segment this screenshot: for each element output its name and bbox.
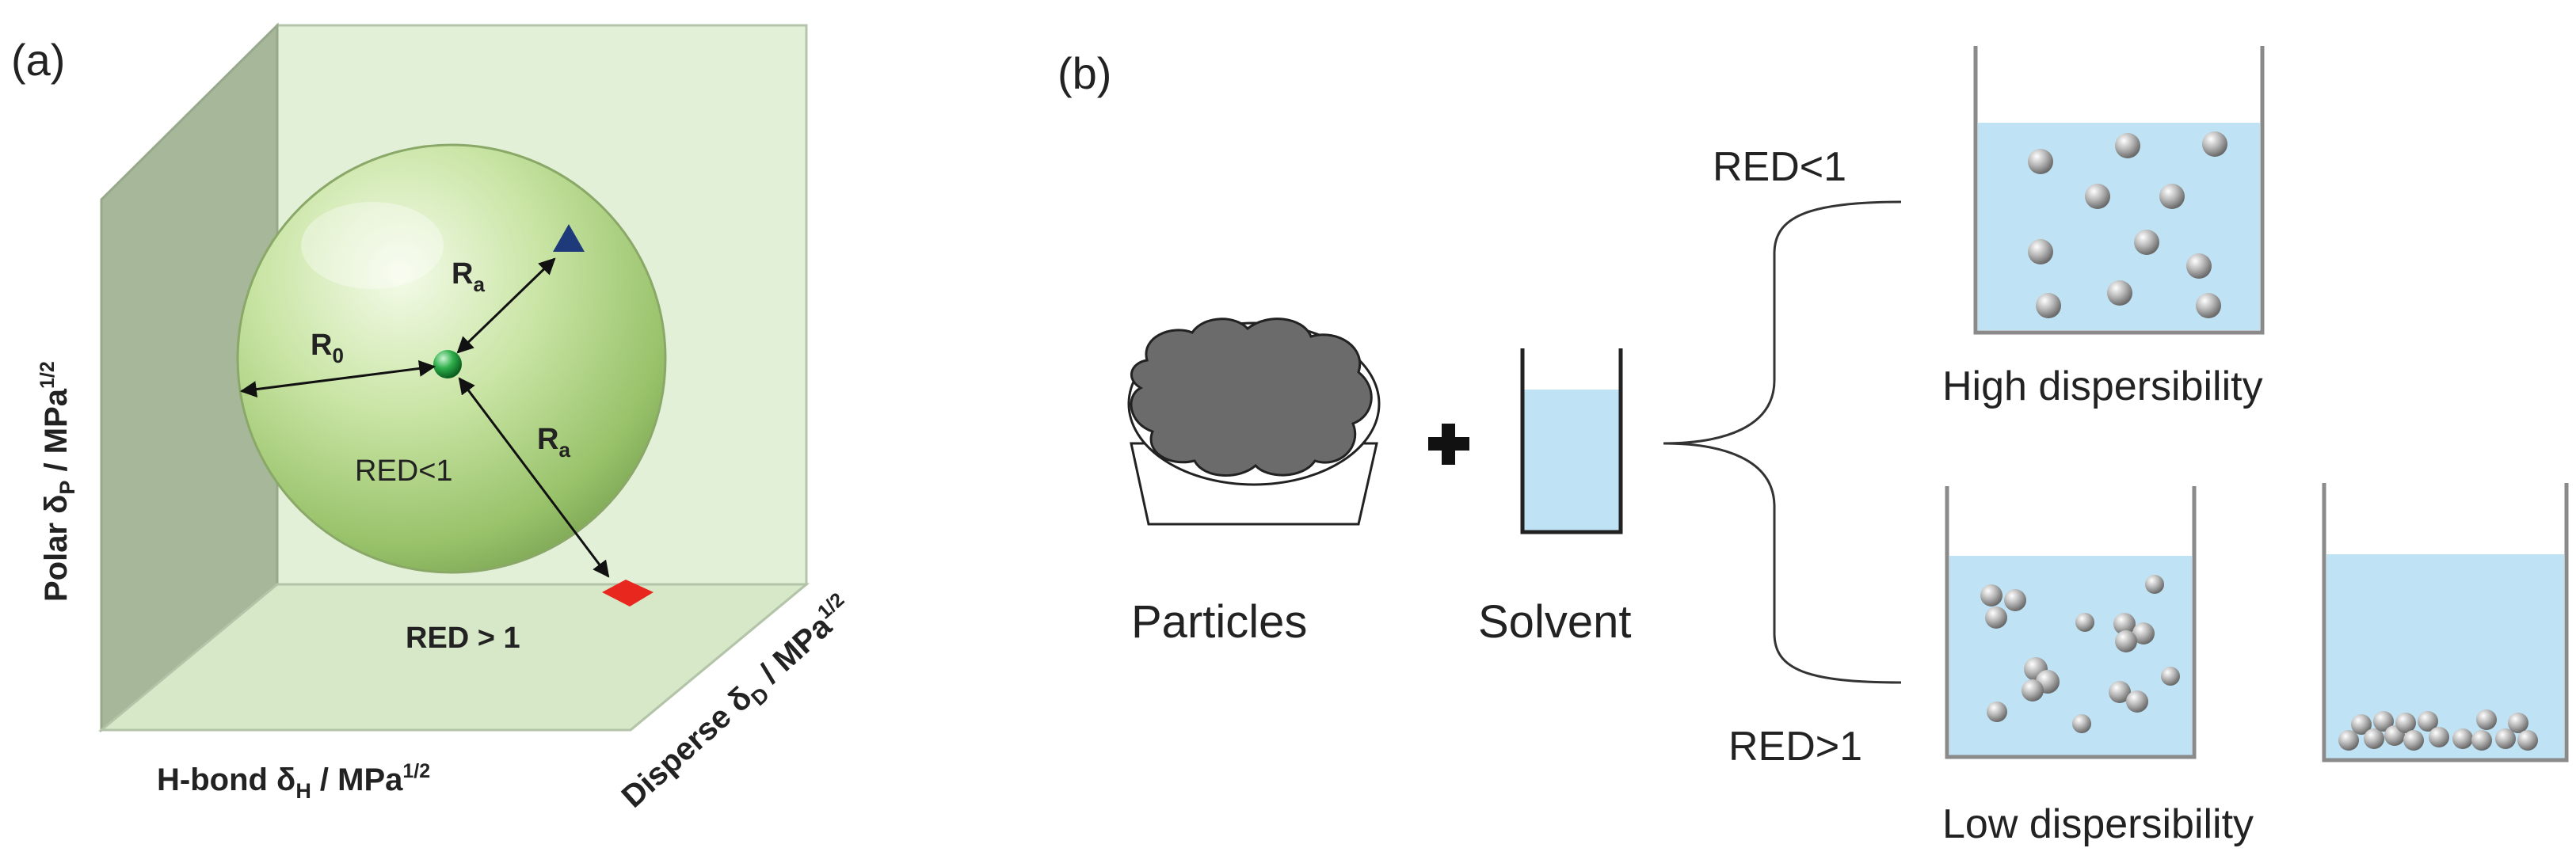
- particle: [2085, 184, 2110, 209]
- high-dispersibility-label: High dispersibility: [1942, 363, 2263, 409]
- solvent-label: Solvent: [1478, 596, 1631, 648]
- red-inside-label: RED<1: [355, 454, 453, 488]
- solvent-point-red: [602, 580, 654, 607]
- particle: [2161, 667, 2180, 686]
- particle: [2202, 131, 2227, 157]
- particle: [2145, 575, 2164, 594]
- sphere-center-point: [433, 350, 462, 378]
- particle: [2364, 728, 2384, 749]
- panel-b-tag: (b): [1057, 48, 1111, 98]
- particle: [1980, 584, 2002, 607]
- particle: [2004, 589, 2026, 611]
- low-beaker-outline-b: [2322, 483, 2569, 762]
- axis-hbond-label: H-bond δH / MPa1/2: [157, 760, 430, 803]
- sphere-highlight: [301, 202, 444, 289]
- particle: [2471, 730, 2492, 751]
- plus-icon: [1428, 424, 1469, 465]
- particle: [2508, 713, 2528, 733]
- particle: [2517, 730, 2538, 751]
- particle: [2429, 727, 2449, 747]
- solvent-point-triangle: [553, 224, 585, 252]
- r0-label: R0: [311, 329, 344, 367]
- solvent-liquid: [1524, 390, 1619, 530]
- particle: [2028, 149, 2053, 174]
- panel-b: (b) Particles Solvent RED<1 RED>1: [1057, 46, 2569, 847]
- high-beaker-outline: [1973, 46, 2265, 335]
- solvent-beaker-outline: [1520, 348, 1623, 534]
- split-brace: [1663, 200, 1902, 684]
- particle: [2476, 709, 2497, 730]
- ra-label-red: Ra: [537, 423, 570, 462]
- low-dispersibility-beaker-scattered: [1945, 486, 2197, 759]
- axis-polar-label: Polar δP / MPa1/2: [36, 361, 79, 602]
- particle: [2196, 293, 2221, 318]
- particle: [1985, 607, 2007, 629]
- particles-dish: [1127, 318, 1381, 526]
- solvent-beaker: [1520, 348, 1623, 534]
- ra-arrow-triangle: [456, 257, 556, 354]
- particle: [2075, 613, 2094, 632]
- high-dispersibility-beaker: [1973, 46, 2265, 335]
- ra-arrow-red: [458, 377, 610, 578]
- particle: [2107, 280, 2132, 306]
- particle: [2115, 630, 2137, 652]
- particle: [2403, 730, 2424, 751]
- panel-a: (a) R0 Ra Ra RED<1 RED > 1 Polar δP / MP…: [11, 22, 848, 815]
- particle: [2115, 133, 2140, 158]
- particle: [2338, 730, 2359, 751]
- particles-cloud: [1130, 318, 1373, 477]
- ra-label-triangle: Ra: [452, 257, 485, 296]
- particle: [2186, 253, 2212, 279]
- low-dispersibility-beaker-settled: [2322, 483, 2569, 762]
- red-lt-label: RED<1: [1713, 144, 1846, 190]
- low-dispersibility-label: Low dispersibility: [1942, 801, 2254, 847]
- particle: [1987, 702, 2007, 722]
- particle: [2072, 714, 2091, 733]
- red-gt-label: RED>1: [1728, 724, 1862, 770]
- front-edge: [630, 583, 807, 732]
- low-beaker-outline-a: [1945, 486, 2197, 759]
- particle: [2036, 293, 2061, 318]
- particle: [2452, 728, 2473, 749]
- particle: [2134, 230, 2159, 255]
- particle: [2126, 690, 2148, 713]
- particle: [2159, 184, 2185, 209]
- panel-a-tag: (a): [11, 35, 65, 85]
- particles-label: Particles: [1131, 596, 1307, 648]
- particle: [2022, 679, 2044, 702]
- r0-arrow: [239, 359, 436, 398]
- particle: [2028, 239, 2053, 264]
- red-outside-label: RED > 1: [406, 622, 520, 655]
